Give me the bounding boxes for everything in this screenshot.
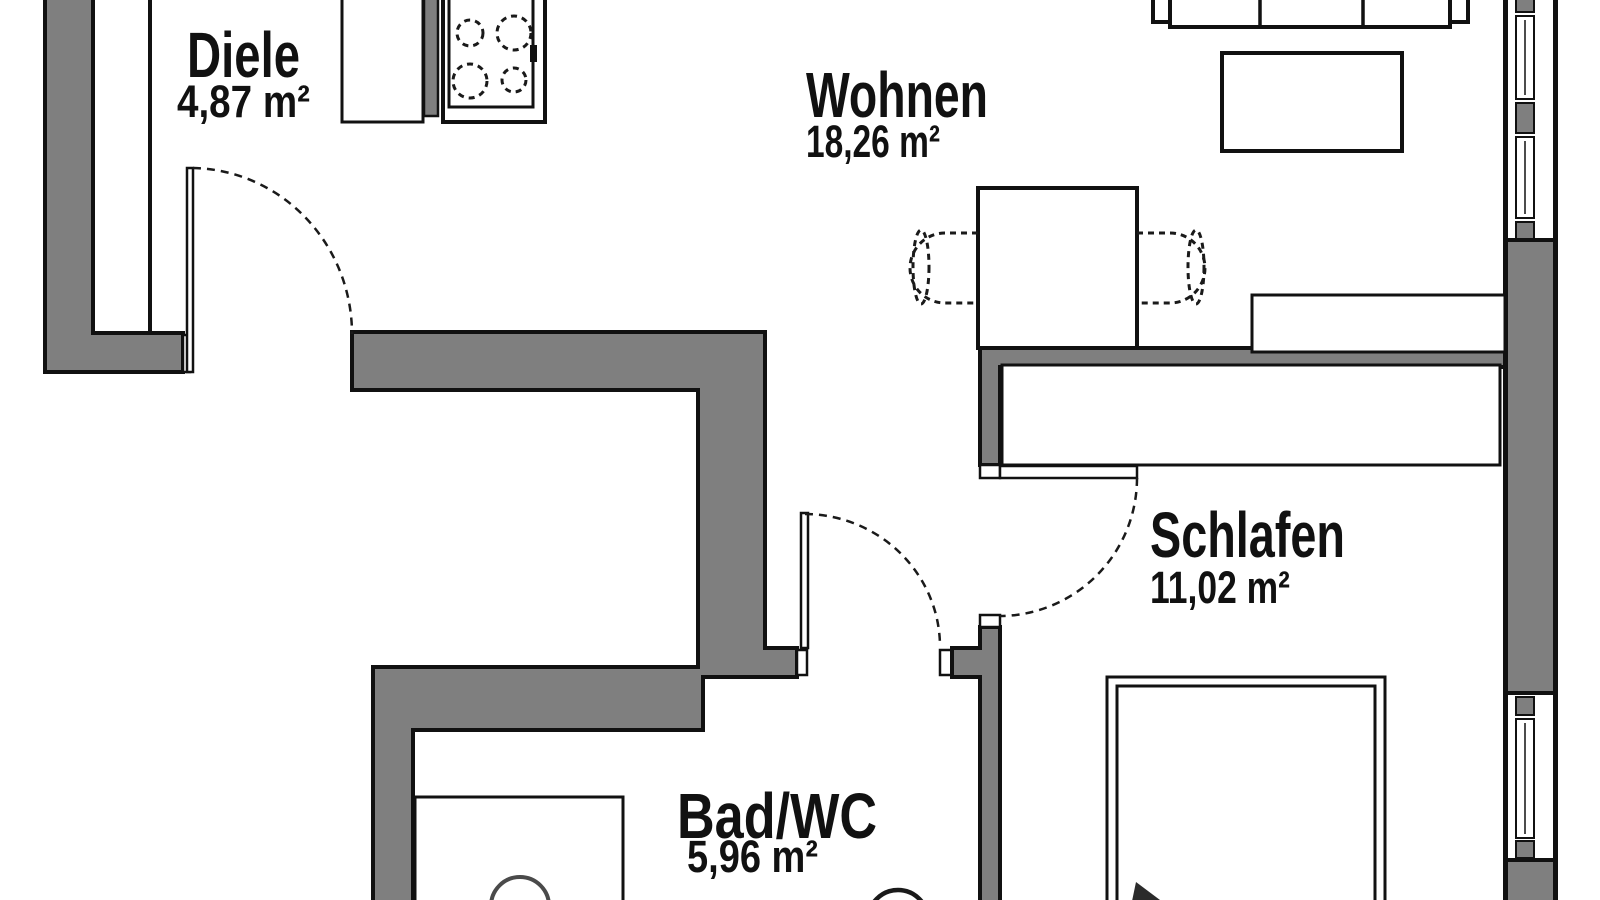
blanket-corner bbox=[1132, 882, 1160, 900]
wall-joint-line bbox=[1503, 858, 1558, 862]
room-name: Diele bbox=[187, 19, 300, 91]
wall-inner-face bbox=[1503, 0, 1508, 900]
door-leaf bbox=[799, 511, 810, 650]
room-name: Wohnen bbox=[806, 59, 988, 131]
door-frame-cap bbox=[978, 613, 1002, 629]
door-frame-cap bbox=[795, 648, 809, 677]
sideboard-icon bbox=[1250, 293, 1507, 354]
room-label-schlafen: Schlafen 11,02 m² bbox=[1150, 499, 1345, 613]
kitchen-cabinet-icon bbox=[340, 0, 425, 124]
window-icon bbox=[1515, 696, 1535, 859]
door-diele bbox=[185, 166, 354, 374]
door-leaf bbox=[185, 166, 195, 374]
washbasin-icon bbox=[872, 887, 924, 900]
door-bad bbox=[799, 511, 942, 650]
kitchen-wall-stub bbox=[422, 0, 440, 118]
door-swing-icon bbox=[999, 477, 1139, 618]
wall-central-mass bbox=[350, 330, 799, 900]
chair-icon bbox=[908, 228, 978, 306]
sofa-icon bbox=[1151, 0, 1470, 29]
door-swing-icon bbox=[192, 166, 354, 335]
wall-segment bbox=[1508, 861, 1553, 900]
wall-joint-line bbox=[1503, 238, 1558, 242]
wall-outer-face bbox=[1553, 0, 1558, 900]
room-area: 11,02 m² bbox=[1150, 562, 1290, 613]
room-name: Schlafen bbox=[1150, 499, 1345, 571]
room-label-wohnen: Wohnen 18,26 m² bbox=[806, 59, 988, 167]
stove-cooktop-icon bbox=[441, 0, 547, 124]
door-leaf bbox=[998, 464, 1139, 480]
wall-diele-left bbox=[43, 0, 185, 374]
window-icon bbox=[1515, 0, 1535, 241]
exterior-wall-right bbox=[1503, 0, 1558, 900]
double-bed-icon bbox=[1105, 675, 1387, 900]
wall-joint-line bbox=[1503, 691, 1558, 695]
room-area: 4,87 m² bbox=[177, 76, 310, 127]
room-area: 5,96 m² bbox=[687, 831, 818, 882]
wall-segment bbox=[1508, 241, 1553, 693]
closet-partition-line bbox=[148, 0, 152, 333]
wall-bad-schlafen bbox=[950, 625, 1002, 900]
wardrobe-icon bbox=[1000, 363, 1502, 467]
room-label-bad: Bad/WC 5,96 m² bbox=[677, 780, 877, 882]
room-name: Bad/WC bbox=[677, 780, 877, 852]
coffee-table-icon bbox=[1220, 51, 1404, 153]
chair-icon bbox=[1137, 228, 1207, 306]
shower-tray-icon bbox=[413, 795, 625, 900]
door-frame-cap bbox=[978, 463, 1002, 480]
room-label-diele: Diele 4,87 m² bbox=[177, 19, 310, 127]
door-swing-icon bbox=[804, 512, 942, 647]
door-schlafen bbox=[998, 464, 1139, 618]
dining-table-icon bbox=[976, 186, 1139, 350]
room-area: 18,26 m² bbox=[806, 116, 940, 167]
